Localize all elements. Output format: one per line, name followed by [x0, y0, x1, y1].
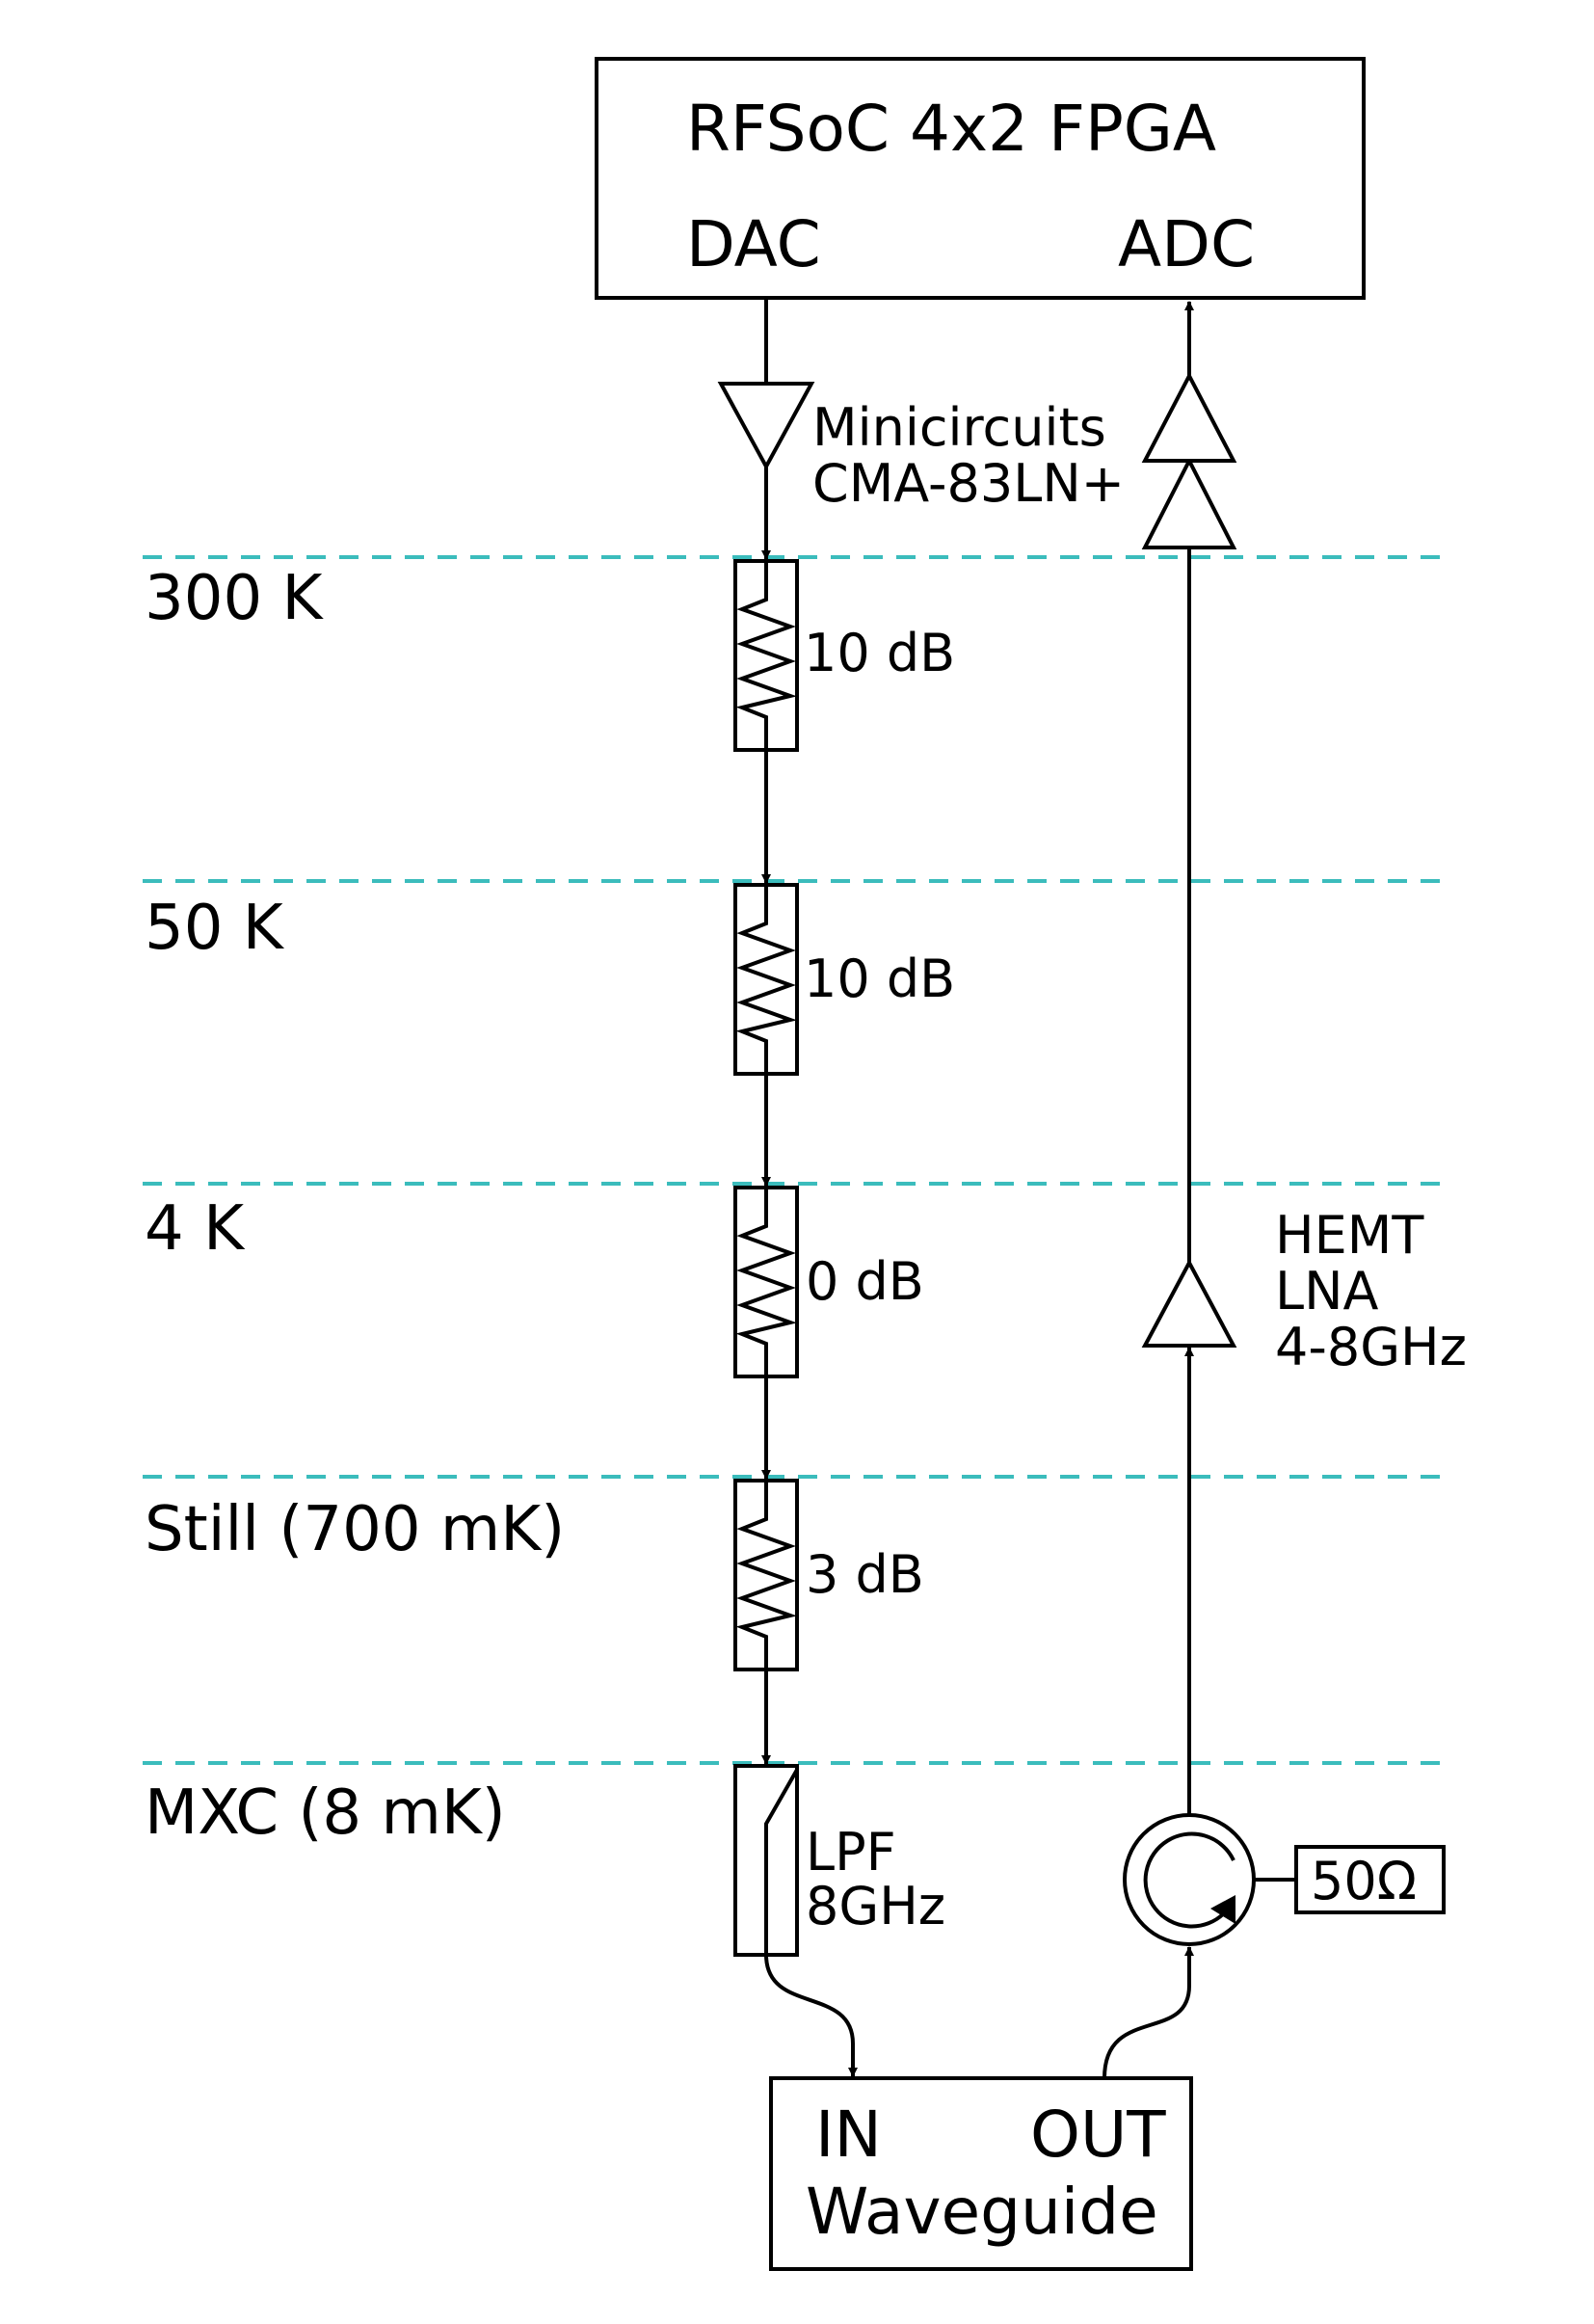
room-amplifier-1-icon	[1141, 456, 1237, 549]
circulator-arrowhead	[1210, 1895, 1235, 1924]
attenuator-2-resistor-icon	[735, 885, 797, 1074]
stage-label-50k: 50 K	[145, 893, 285, 964]
waveguide-frame	[769, 2076, 1193, 2271]
fpga-box: RFSoC 4x2 FPGA DAC ADC	[595, 57, 1366, 300]
stage-label-300k: 300 K	[145, 563, 325, 634]
attenuator-4-resistor-icon	[735, 1481, 797, 1670]
lpf-label-line2: 8GHz	[806, 1876, 945, 1937]
termination-box	[1294, 1845, 1446, 1914]
waveguide-label: Waveguide	[806, 2175, 1158, 2249]
fpga-title: RFSoC 4x2 FPGA	[686, 92, 1216, 166]
attenuator-3-resistor-icon	[735, 1188, 797, 1376]
hemt-label-line1: HEMT	[1275, 1205, 1424, 1266]
stage-label-4k: 4 K	[145, 1193, 246, 1265]
wire-lpf-to-waveguide	[764, 1954, 858, 2077]
input-amp-label-line1: Minicircuits	[812, 397, 1106, 458]
wire-waveguide-to-circulator	[1103, 1946, 1194, 2079]
attenuator-1-label: 10 dB	[804, 623, 955, 683]
waveguide-in-label: IN	[815, 2097, 882, 2172]
input-line: 10 dB 10 dB 0 dB 3 dB LPF 8GHz	[717, 298, 955, 2077]
waveguide-out-label: OUT	[1030, 2097, 1166, 2172]
hemt-label-line2: LNA	[1275, 1261, 1378, 1322]
stage-labels: 300 K 50 K 4 K Still (700 mK) MXC (8 mK)	[145, 563, 565, 1849]
output-line: 50Ω HEMT LNA 4-8GHz	[1103, 301, 1467, 2079]
input-amp-label-line2: CMA-83LN+	[812, 453, 1125, 514]
stage-label-mxc: MXC (8 mK)	[145, 1777, 506, 1849]
attenuator-4-label: 3 dB	[806, 1544, 924, 1605]
fpga-frame	[595, 57, 1366, 300]
hemt-label-line3: 4-8GHz	[1275, 1317, 1467, 1377]
hemt-amplifier-icon	[1141, 1258, 1237, 1348]
attenuator-3-label: 0 dB	[806, 1251, 924, 1312]
stage-lines	[143, 555, 1446, 1765]
termination-label: 50Ω	[1311, 1851, 1417, 1911]
minicircuits-amplifier-icon	[717, 382, 815, 471]
room-amplifier-2-icon	[1141, 371, 1237, 463]
attenuator-1-resistor-icon	[735, 561, 797, 750]
attenuator-2-label: 10 dB	[804, 948, 955, 1009]
adc-label: ADC	[1118, 207, 1255, 281]
circulator-arrow-icon	[1143, 1831, 1235, 1929]
stage-label-still: Still (700 mK)	[145, 1494, 565, 1565]
waveguide-box: IN OUT Waveguide	[769, 2076, 1193, 2271]
low-pass-filter-icon	[764, 1769, 799, 1955]
dac-label: DAC	[686, 207, 821, 281]
lpf-label-line1: LPF	[806, 1822, 896, 1883]
